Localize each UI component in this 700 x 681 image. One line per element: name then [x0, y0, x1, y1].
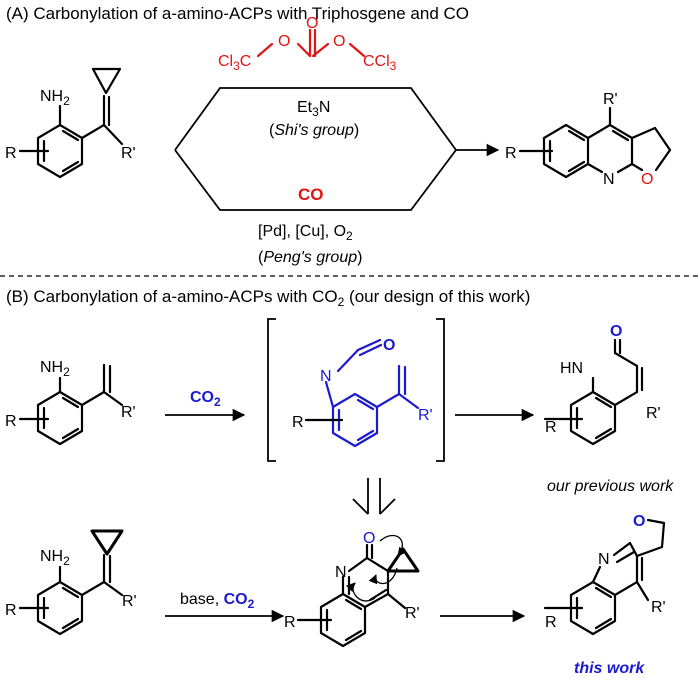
section-a-title: (A) Carbonylation of a-amino-ACPs with T…	[6, 4, 469, 23]
double-down-arrow	[352, 478, 396, 515]
shi-group-label: (Shi's group)	[269, 122, 359, 139]
et3n-label: Et3N	[297, 99, 330, 119]
r-label-intermediate: R	[292, 414, 304, 431]
triphosgene-ccl3-right: CCl3	[363, 53, 397, 73]
product-b2-furoquinoline: O N R R'	[543, 513, 666, 636]
r-label-product-a: R	[505, 145, 517, 162]
r-label-product-b1: R	[545, 419, 557, 436]
r-prime-label-b2: R'	[122, 593, 137, 610]
product-a-furoquinoline: N O R R'	[505, 91, 672, 188]
r-prime-label-product-b1: R'	[646, 405, 661, 422]
r-label-b2: R	[5, 602, 17, 619]
product-b1-quinolinone: O HN R R'	[543, 323, 661, 446]
n-label-product-b2: N	[598, 551, 610, 568]
co-reagent-label: CO	[298, 185, 324, 204]
triphosgene-structure: O O O Cl3C CCl3	[218, 15, 397, 73]
r-prime-label-a: R'	[121, 145, 136, 162]
starting-material-b1: NH2 R R'	[5, 359, 136, 446]
starting-material-b2: NH2 R R'	[5, 529, 137, 636]
nh2-label-b1: NH2	[40, 359, 70, 379]
dual-route-arrow	[174, 87, 500, 211]
isocyanate-intermediate: N O R R'	[267, 318, 445, 462]
n-label-intermediate: N	[320, 368, 332, 385]
peng-group-label: (Peng's group)	[258, 249, 362, 266]
o-label-product-b1: O	[610, 323, 622, 340]
intermediate-b2: O N R R'	[284, 530, 420, 648]
base-co2-label: base, CO2	[180, 591, 255, 611]
triphosgene-ccl3-left: Cl3C	[218, 53, 251, 73]
previous-work-caption: our previous work	[547, 478, 674, 495]
o-label-intermediate: O	[383, 337, 395, 354]
nh2-label-a: NH2	[40, 88, 70, 108]
r-label-product-b2: R	[545, 614, 557, 631]
section-b-title: (B) Carbonylation of a-amino-ACPs with C…	[6, 287, 530, 309]
o-label-product-a: O	[641, 171, 653, 188]
triphosgene-carbonyl-o: O	[306, 15, 318, 32]
r-label-a: R	[5, 145, 17, 162]
this-work-caption: this work	[574, 660, 645, 677]
n-label-product-a: N	[603, 171, 615, 188]
r-prime-label-intermediate-b2: R'	[405, 605, 420, 622]
nh2-label-b2: NH2	[40, 548, 70, 568]
starting-material-a: NH2 R R'	[5, 67, 136, 179]
triphosgene-o-left: O	[278, 33, 290, 50]
hn-label-product-b1: HN	[560, 360, 583, 377]
n-label-intermediate-b2: N	[335, 564, 347, 581]
r-label-b1: R	[5, 413, 17, 430]
r-label-intermediate-b2: R	[284, 614, 296, 631]
r-prime-label-intermediate: R'	[418, 407, 433, 424]
triphosgene-o-right: O	[333, 33, 345, 50]
o-label-product-b2: O	[633, 513, 645, 530]
r-prime-label-product-b2: R'	[651, 599, 666, 616]
co2-reagent-label-1: CO2	[190, 389, 221, 409]
r-prime-label-b1: R'	[121, 404, 136, 421]
pd-cu-o2-label: [Pd], [Cu], O2	[258, 223, 353, 243]
r-prime-label-product-a: R'	[603, 91, 618, 108]
o-label-intermediate-b2: O	[363, 530, 375, 547]
